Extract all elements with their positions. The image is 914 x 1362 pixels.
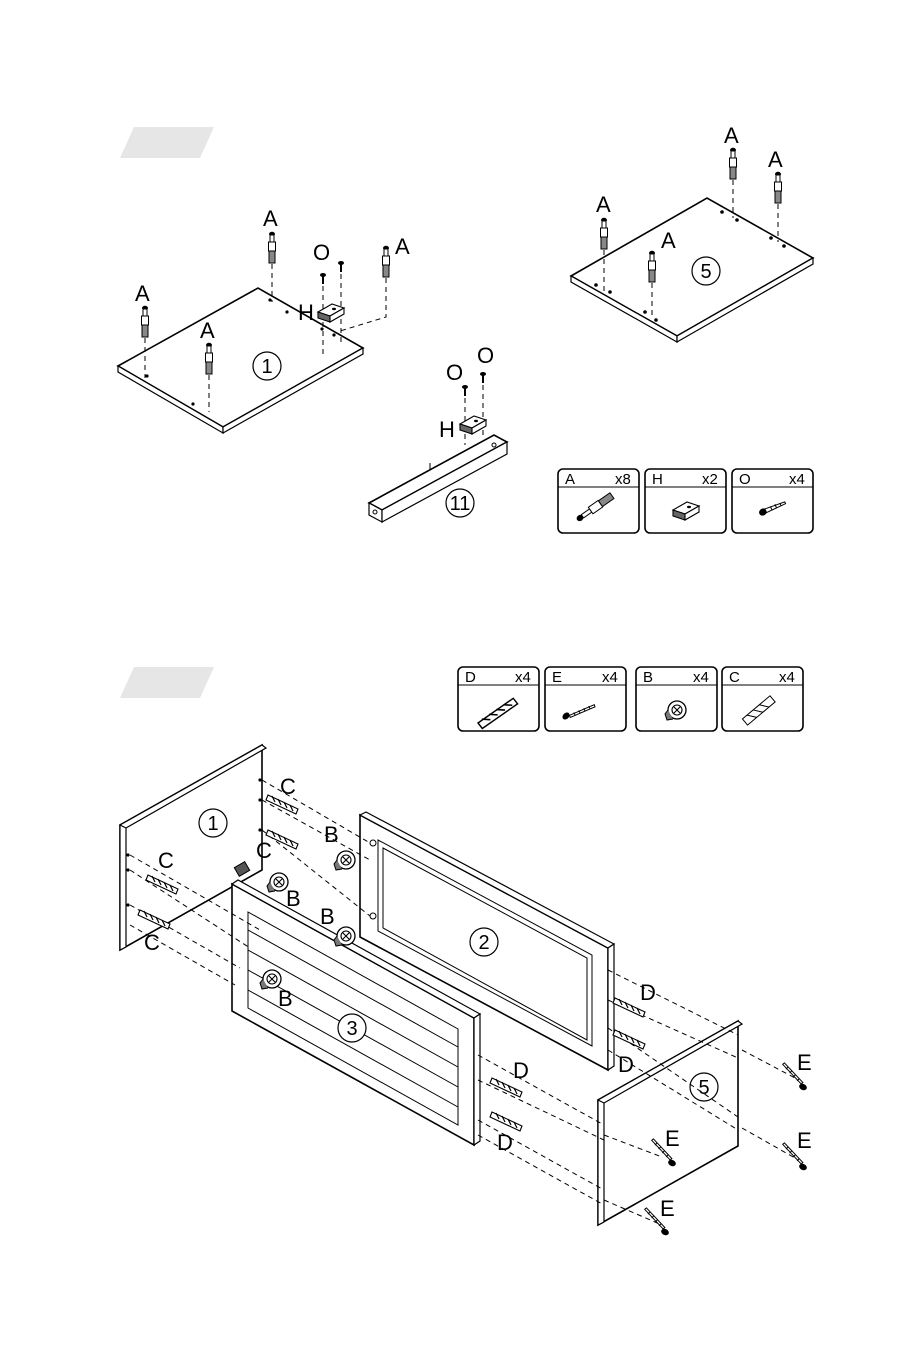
label-d: D <box>497 1130 513 1155</box>
label-b: B <box>324 822 339 847</box>
part-number-11: 11 <box>450 493 471 515</box>
label-h: H <box>298 300 314 325</box>
label-c: C <box>280 774 296 799</box>
step-1-tab <box>120 127 214 158</box>
label-c: C <box>256 838 272 863</box>
label-d: D <box>618 1052 634 1077</box>
hardware-qty: x2 <box>702 471 718 488</box>
hardware-code: C <box>729 669 740 686</box>
part-number-2: 2 <box>478 932 489 954</box>
label-a: A <box>395 234 410 259</box>
label-a: A <box>724 123 739 148</box>
label-a: A <box>200 318 215 343</box>
hardware-code: A <box>565 471 575 488</box>
label-a: A <box>596 192 611 217</box>
hardware-box-a: A x8 <box>558 469 639 533</box>
rail-11: 11 <box>369 435 507 522</box>
hardware-qty: x4 <box>515 669 531 686</box>
part-number-5: 5 <box>698 1077 709 1099</box>
label-b: B <box>286 886 301 911</box>
hardware-code: E <box>552 669 562 686</box>
hardware-box-e: E x4 <box>545 667 626 731</box>
part-number-1: 1 <box>261 356 272 378</box>
hardware-code: H <box>652 471 663 488</box>
magnetic-catch-icon <box>460 416 486 434</box>
hardware-code: O <box>739 471 751 488</box>
label-e: E <box>660 1196 675 1221</box>
magnetic-catch-icon <box>318 304 344 322</box>
label-a: A <box>661 228 676 253</box>
label-d: D <box>640 980 656 1005</box>
label-e: E <box>797 1050 812 1075</box>
label-o: O <box>313 240 330 265</box>
label-o: O <box>477 343 494 368</box>
hardware-box-h: H x2 <box>645 469 726 533</box>
label-c: C <box>144 930 160 955</box>
hardware-qty: x4 <box>693 669 709 686</box>
hardware-qty: x8 <box>615 471 631 488</box>
screw-icon <box>462 372 486 445</box>
step-2-tab <box>120 667 214 698</box>
hardware-box-o: O x4 <box>732 469 813 533</box>
part-number-1: 1 <box>207 813 218 835</box>
label-b: B <box>278 986 293 1011</box>
label-h: H <box>439 417 455 442</box>
panel-5-board: 5 <box>571 198 813 342</box>
hardware-code: B <box>643 669 653 686</box>
label-e: E <box>665 1126 680 1151</box>
label-e: E <box>797 1128 812 1153</box>
hardware-qty: x4 <box>602 669 618 686</box>
hardware-box-c: C x4 <box>722 667 803 731</box>
hardware-code: D <box>465 669 476 686</box>
label-c: C <box>158 848 174 873</box>
hardware-box-d: D x4 <box>458 667 539 738</box>
label-a: A <box>135 281 150 306</box>
label-o: O <box>446 360 463 385</box>
part-number-3: 3 <box>346 1018 357 1040</box>
hardware-qty: x4 <box>779 669 795 686</box>
hardware-qty: x4 <box>789 471 805 488</box>
hardware-box-b: B x4 <box>636 667 717 731</box>
part-number-5: 5 <box>700 261 711 283</box>
label-d: D <box>513 1058 529 1083</box>
label-a: A <box>768 147 783 172</box>
label-b: B <box>320 904 335 929</box>
label-a: A <box>263 206 278 231</box>
